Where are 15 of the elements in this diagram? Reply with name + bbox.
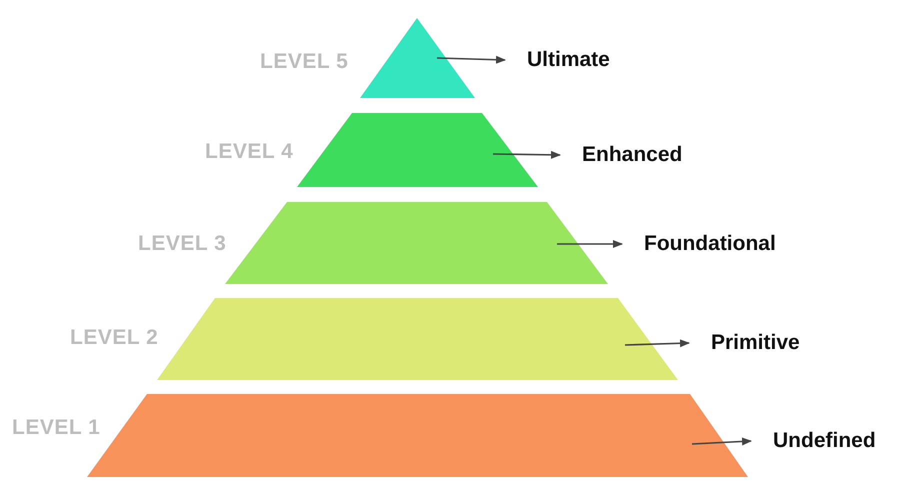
arrow [557,240,623,248]
level-name: Enhanced [582,143,682,166]
level-label: LEVEL 2 [70,326,158,350]
arrow [492,150,561,159]
level-name: Undefined [773,429,876,452]
level-label: LEVEL 3 [138,232,226,256]
arrow [692,437,752,446]
arrow [624,339,690,348]
level-name: Primitive [711,331,800,354]
level-label: LEVEL 1 [12,416,100,440]
level-label: LEVEL 5 [260,50,348,74]
level-label: LEVEL 4 [205,140,294,164]
level-name: Ultimate [527,48,610,71]
level-name: Foundational [644,232,776,255]
arrow [436,56,506,64]
